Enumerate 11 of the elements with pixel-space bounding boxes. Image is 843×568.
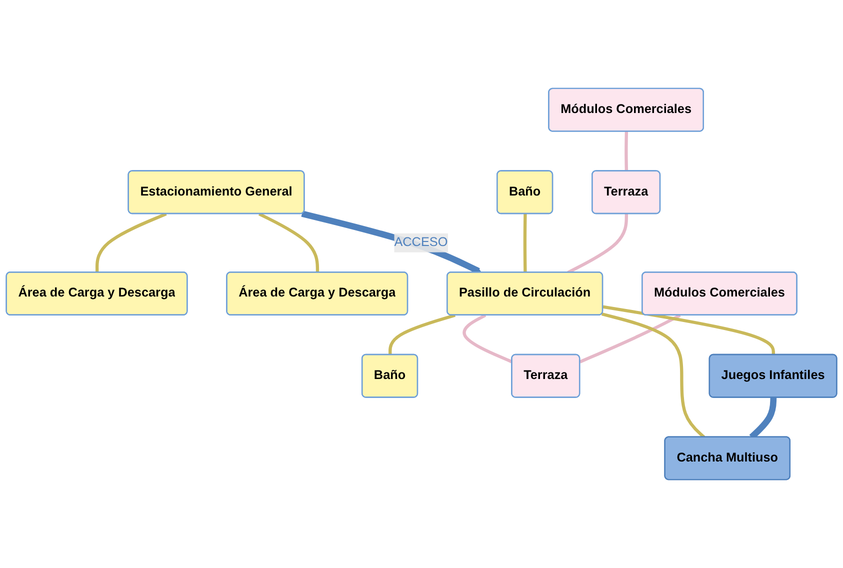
edge-label: ACCESO xyxy=(394,236,448,250)
connector xyxy=(579,314,681,364)
connector xyxy=(462,314,513,364)
connector xyxy=(567,214,628,274)
connector xyxy=(601,312,706,438)
connector xyxy=(258,212,320,273)
arrow xyxy=(301,210,482,274)
connector xyxy=(388,314,456,355)
connector xyxy=(624,132,628,172)
connector xyxy=(95,212,167,273)
connector xyxy=(523,214,527,273)
